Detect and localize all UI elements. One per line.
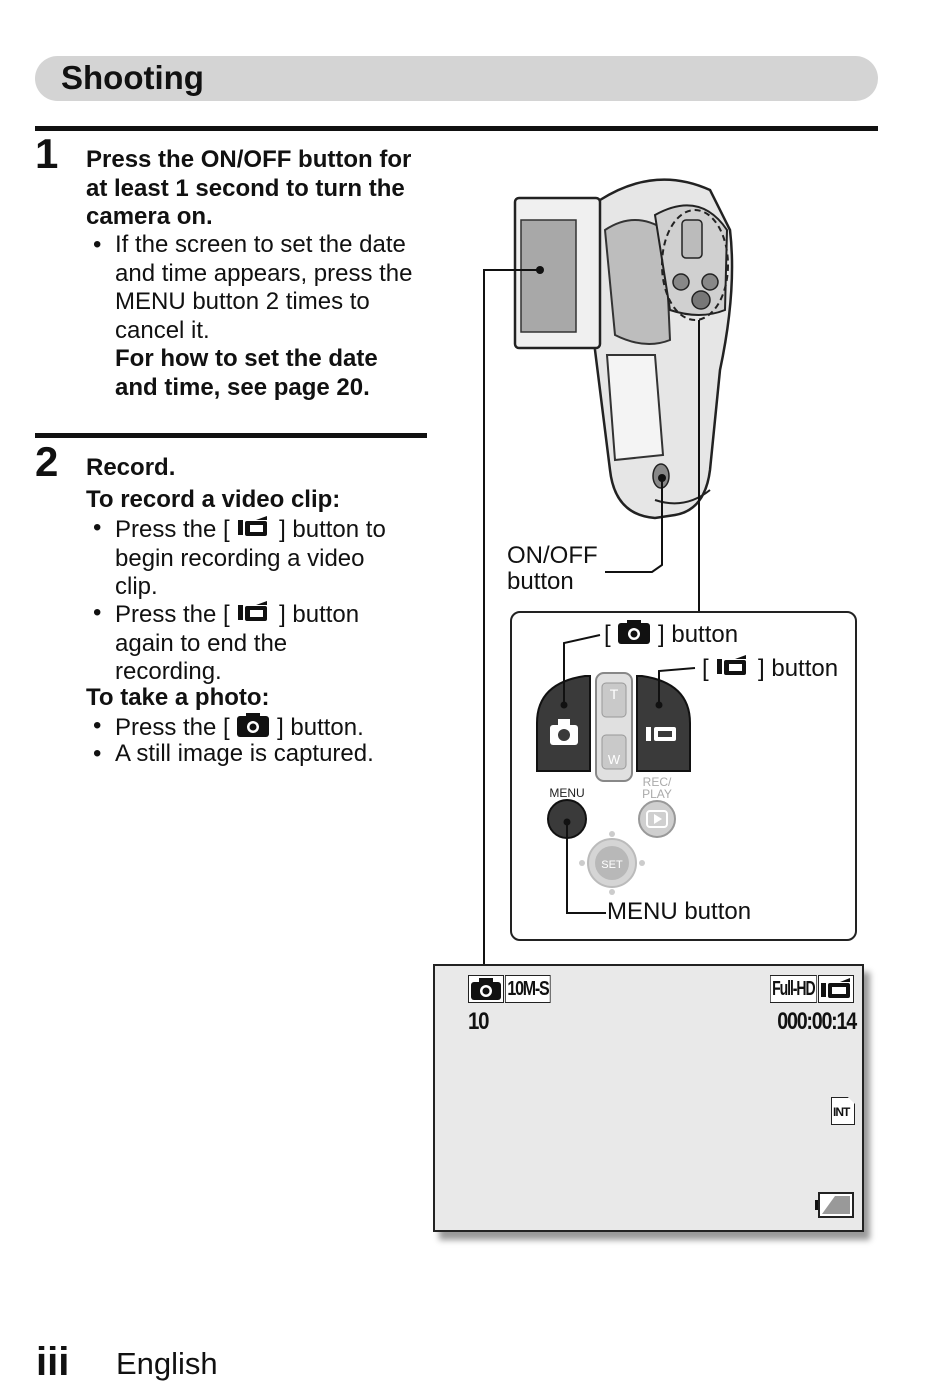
memory-indicator: INT (831, 1097, 855, 1125)
zoom-w-label: W (608, 752, 621, 767)
battery-icon (815, 1192, 854, 1218)
video-mode-badge: Full-HD (770, 975, 817, 1003)
text: recording. (115, 658, 222, 685)
step1-bullet-text: If the screen to set the date and time a… (115, 231, 413, 344)
section-title-bar: Shooting (35, 56, 878, 101)
photo-camera-icon (237, 713, 270, 737)
bullet-dot: • (93, 599, 102, 626)
camera-illustration (513, 178, 734, 520)
step2-rule (35, 433, 427, 438)
step1-rule (35, 126, 878, 131)
text: A still image is captured. (115, 740, 374, 767)
step1-note: For how to set the date and time, see pa… (115, 345, 378, 401)
text: begin recording a video (115, 544, 365, 572)
resolution-badge: 10M-S (505, 975, 551, 1003)
rec-play-label-2: PLAY (642, 787, 672, 801)
bullet-dot: • (93, 740, 102, 767)
text: again to end the (115, 629, 288, 657)
step2-number: 2 (35, 438, 59, 485)
video-bullet-1: • Press the [ ] button to begin recordin… (93, 514, 415, 602)
text: clip. (115, 573, 158, 600)
photo-bullet-1: • Press the [ ] button. (93, 712, 415, 743)
video-mode-icon (818, 975, 854, 1003)
memory-label: INT (833, 1105, 850, 1119)
recording-time: 000:00:14 (777, 1008, 857, 1035)
video-camera-icon (238, 516, 268, 536)
menu-small-label: MENU (549, 786, 584, 800)
section-title: Shooting (61, 59, 204, 96)
onoff-line2: button (507, 568, 574, 595)
photo-bullet-2: • A still image is captured. (93, 740, 415, 769)
button-detail-drawing: T W MENU REC/ PLAY SET (536, 634, 696, 914)
button-detail-panel: T W MENU REC/ PLAY SET [ ] (510, 611, 857, 941)
text: Press the [ (115, 714, 230, 741)
step1-heading: Press the ON/OFF button for at least 1 s… (86, 146, 412, 230)
bullet-dot: • (93, 514, 102, 541)
text: Press the [ (115, 601, 230, 628)
rec-play-label-1: REC/ (643, 775, 672, 789)
bracket-open: [ (604, 621, 611, 648)
photo-mode-icon (468, 975, 504, 1003)
photo-button-callout: [ ] button (604, 619, 738, 648)
step1-bullet: • If the screen to set the date and time… (93, 231, 413, 345)
shots-remaining: 10 (468, 1008, 489, 1035)
video-subhead: To record a video clip: (86, 486, 341, 513)
text: ] button. (277, 714, 364, 741)
step1-number: 1 (35, 130, 59, 177)
text: ] button to (279, 516, 386, 543)
onoff-callout: ON/OFF button (507, 543, 598, 595)
lcd-screen: 10M-S 10 Full-HD 000:00:14 INT (433, 964, 864, 1232)
bracket-open: [ (702, 655, 709, 682)
bracket-close: ] button (658, 621, 739, 648)
footer-language: English (116, 1346, 218, 1381)
bracket-close: ] button (758, 655, 839, 682)
text: ] button (279, 601, 360, 628)
video-camera-icon (717, 655, 747, 675)
menu-button-callout: MENU button (607, 898, 752, 925)
video-bullet-2: • Press the [ ] button again to end the … (93, 599, 415, 687)
video-button-callout: [ ] button (702, 653, 838, 682)
bullet-dot: • (93, 712, 102, 739)
onoff-line1: ON/OFF (507, 542, 598, 569)
zoom-t-label: T (610, 686, 619, 702)
step2-heading: Record. (86, 454, 176, 481)
video-camera-icon (238, 601, 268, 621)
photo-subhead: To take a photo: (86, 684, 270, 711)
page-number: iii (36, 1340, 70, 1384)
bullet-dot: • (93, 231, 102, 258)
leader-lines (483, 266, 700, 965)
set-label: SET (601, 859, 623, 871)
text: Press the [ (115, 516, 230, 543)
photo-camera-icon (618, 620, 651, 644)
